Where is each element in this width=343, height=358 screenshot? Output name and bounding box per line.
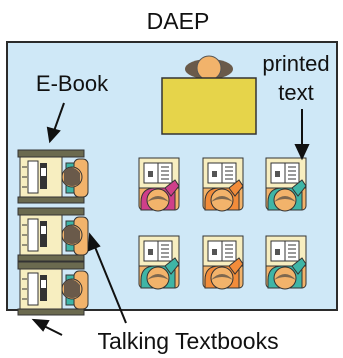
computer-stations: [17, 149, 89, 316]
talking-textbooks-label: Talking Textbooks: [97, 328, 278, 354]
computer-station-icon: [17, 261, 89, 316]
printed-label-line2: text: [278, 80, 313, 105]
student-with-book-icon: [265, 157, 307, 212]
talking-textbooks-corner-arrow-icon: [31, 318, 63, 336]
teacher-icon: [161, 55, 257, 135]
student-desks: [138, 157, 307, 290]
talking-textbooks-arrow-icon: [87, 232, 127, 324]
teacher-desk: [161, 77, 257, 135]
ebook-label: E-Book: [36, 71, 109, 96]
computer-station-icon: [17, 149, 89, 204]
diagram-title: DAEP: [147, 8, 210, 34]
computer-station-icon: [17, 207, 89, 262]
student-with-book-icon: [138, 157, 180, 212]
student-with-book-icon: [202, 157, 244, 212]
arrows: [31, 102, 310, 336]
printed-label-line1: printed: [262, 51, 329, 76]
student-with-book-icon: [265, 235, 307, 290]
ebook-arrow-icon: [46, 102, 65, 144]
printed-text-arrow-icon: [294, 109, 310, 161]
student-with-book-icon: [138, 235, 180, 290]
student-with-book-icon: [202, 235, 244, 290]
